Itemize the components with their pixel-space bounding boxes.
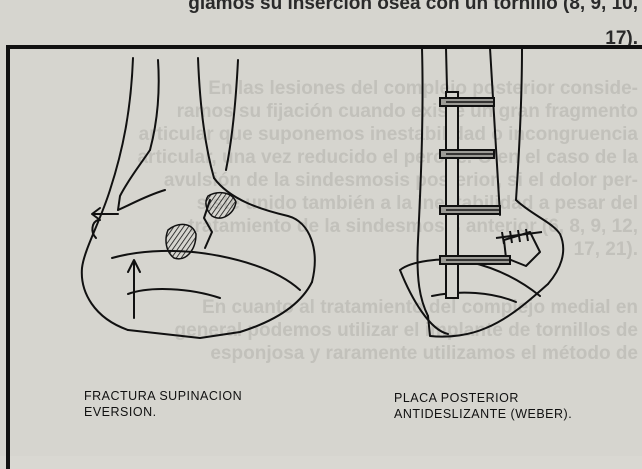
left-caption-line1: FRACTURA SUPINACION — [84, 388, 242, 404]
right-ankle-drawing — [400, 48, 563, 337]
right-caption-line1: PLACA POSTERIOR — [394, 390, 519, 406]
left-caption-line2: EVERSION. — [84, 404, 157, 420]
left-ankle-drawing — [82, 58, 315, 338]
left-fracture-hatching — [166, 193, 236, 259]
scanned-page: glamos su inserción ósea con un tornillo… — [0, 0, 642, 456]
right-caption-line2: ANTIDESLIZANTE (WEBER). — [394, 406, 572, 422]
